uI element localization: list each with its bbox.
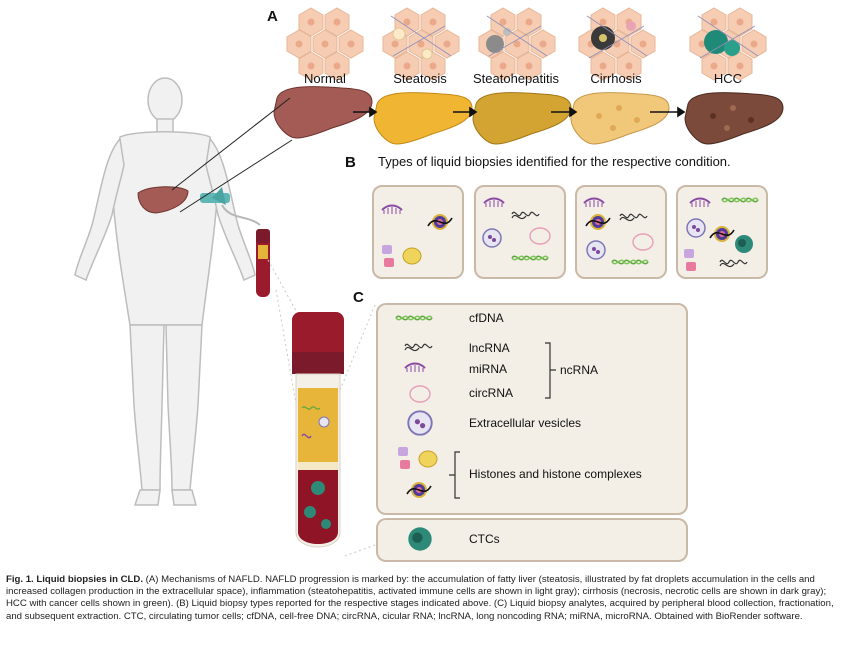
mirna-icon: [404, 362, 426, 373]
blood-tube: [292, 312, 344, 548]
stage-label-steatosis: Steatosis: [393, 71, 447, 86]
panel-b-letter: B: [345, 154, 356, 171]
circrna-icon: [409, 385, 431, 403]
histone-bracket: [449, 451, 460, 499]
legend-mirna: miRNA: [469, 362, 507, 376]
tissue-cirrhosis: [579, 8, 655, 80]
panel-b-icons: [381, 197, 759, 271]
tissue-steatohepatitis: [479, 8, 555, 80]
panel-c-letter: C: [353, 289, 364, 306]
biopsy-box-steatohepatitis: [474, 185, 566, 279]
caption-body: (A) Mechanisms of NAFLD. NAFLD progressi…: [6, 574, 834, 622]
extracellular-vesicles-icon: [407, 410, 433, 436]
legend-histones: Histones and histone complexes: [469, 467, 642, 481]
figure-caption: Fig. 1. Liquid biopsies in CLD. (A) Mech…: [6, 574, 846, 623]
legend-cfdna: cfDNA: [469, 311, 504, 325]
panel-b-title: Types of liquid biopsies identified for …: [378, 154, 731, 169]
cfdna-icon: [395, 315, 433, 321]
stage-label-hcc: HCC: [713, 71, 743, 86]
histone-icon: [398, 447, 410, 469]
panel-a-letter: A: [267, 8, 278, 25]
tissue-hcc: [690, 8, 766, 80]
caption-fig: Fig. 1.: [6, 574, 34, 585]
legend-circrna: circRNA: [469, 386, 513, 400]
ncrna-bracket: [545, 342, 556, 399]
legend-extracellular-vesicles: Extracellular vesicles: [469, 416, 582, 430]
human-figure: [74, 77, 270, 506]
progression-arrows: [353, 106, 686, 118]
panel-a-graphic: [273, 0, 784, 145]
stage-label-steatohepatitis: Steatohepatitis: [472, 71, 559, 86]
nucleosome-icon: [406, 481, 432, 499]
ctc-icon: [408, 527, 432, 551]
analyte-legend-box: [376, 303, 688, 515]
legend-ncrna: ncRNA: [560, 363, 599, 377]
stage-label-normal: Normal: [304, 71, 346, 86]
stage-label-cirrhosis: Cirrhosis: [590, 71, 642, 86]
liver-hcc: [684, 92, 784, 145]
caption-title: Liquid biopsies in CLD.: [36, 574, 143, 585]
legend-lncrna: lncRNA: [469, 341, 510, 355]
panel-c-icons: [395, 315, 556, 551]
legend-ctcs: CTCs: [469, 532, 500, 546]
liver-cirrhosis: [570, 92, 670, 145]
lncrna-icon: [404, 343, 433, 352]
tissue-steatosis: [383, 8, 459, 80]
